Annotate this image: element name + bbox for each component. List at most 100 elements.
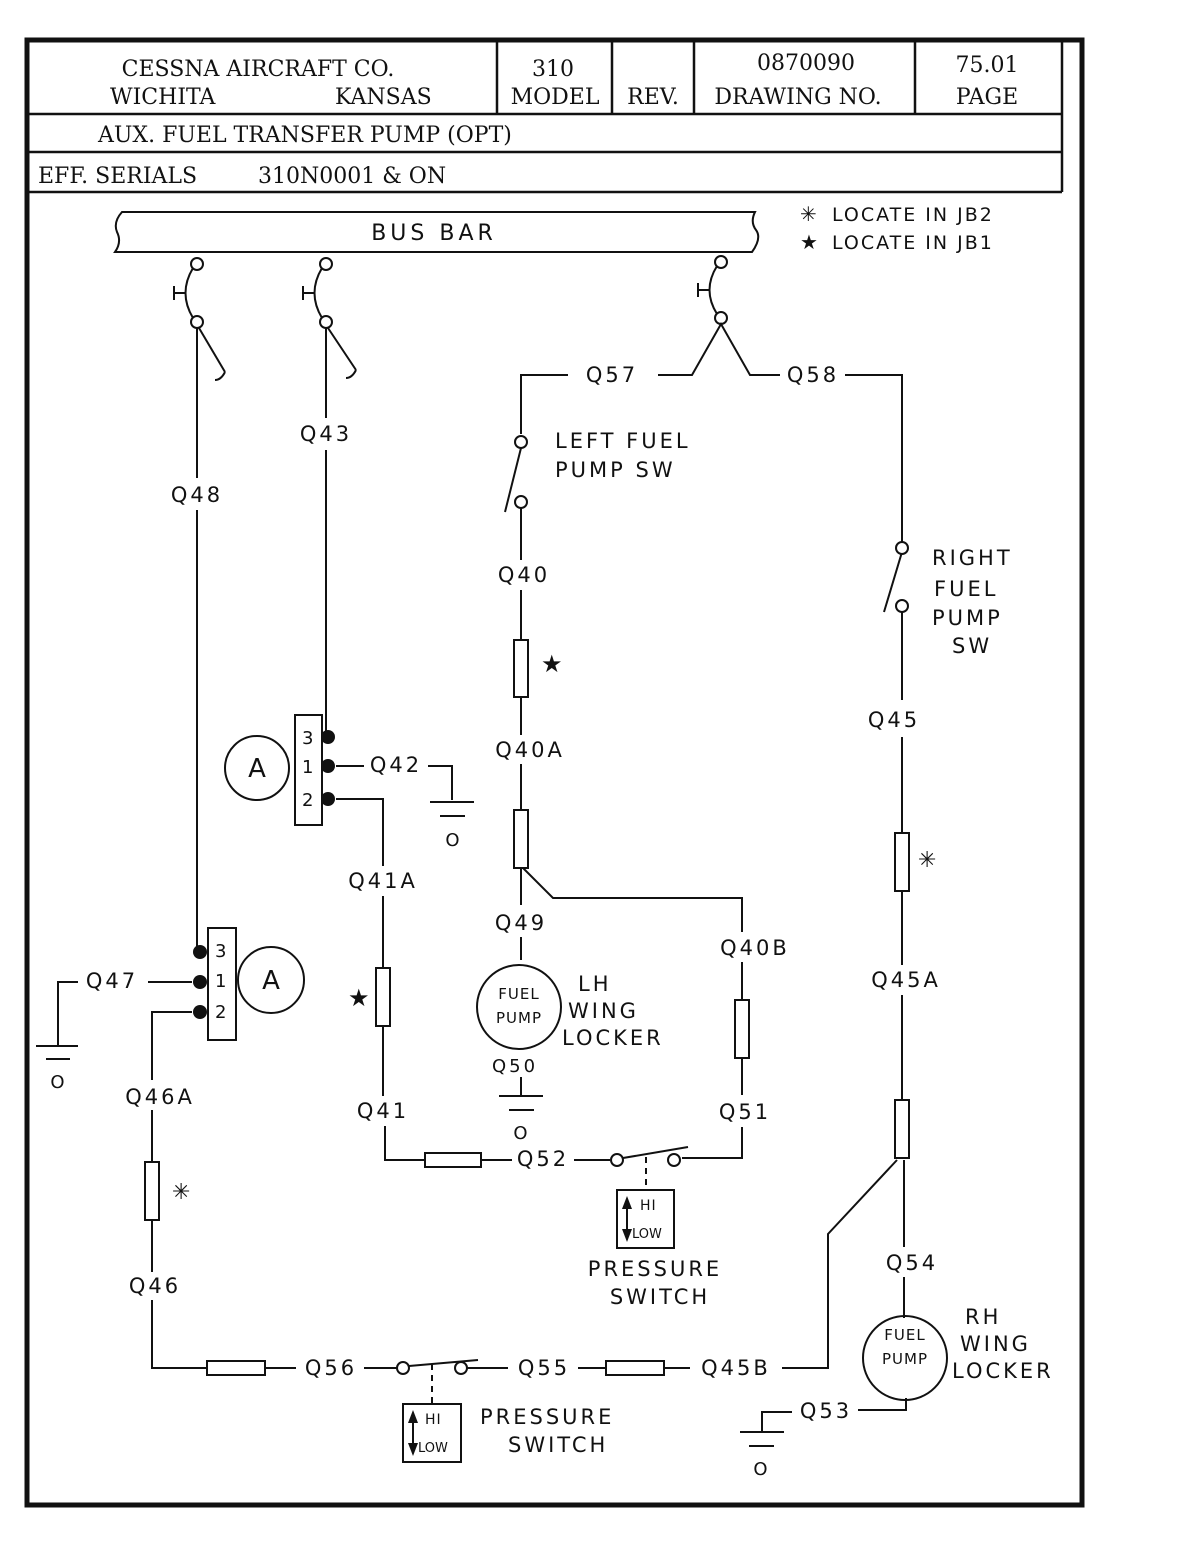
legend: ✳ LOCATE IN JB2 ★ LOCATE IN JB1 <box>800 202 994 254</box>
pressure-switch-label-line2: SWITCH <box>508 1433 608 1457</box>
pin-label: 3 <box>302 728 313 749</box>
page-label: PAGE <box>956 85 1018 110</box>
wire-label: Q51 <box>719 1100 771 1124</box>
right-switch-label-line1: RIGHT <box>932 546 1013 570</box>
right-switch-label-line2: FUEL <box>934 577 998 601</box>
fuse-q45 <box>894 832 910 892</box>
wire-label: Q42 <box>370 753 422 777</box>
right-switch-label-line4: SW <box>952 634 992 658</box>
fuse-q40a <box>513 809 529 869</box>
pump-body-line1: FUEL <box>884 1326 925 1344</box>
bus-bar-label: BUS BAR <box>371 221 497 246</box>
pump-location-line1: LH <box>578 972 612 996</box>
star-icon: ★ <box>800 230 819 254</box>
asterisk-icon: ✳ <box>800 202 818 226</box>
right-switch-label-line3: PUMP <box>932 606 1003 630</box>
wire-label: Q52 <box>517 1147 569 1171</box>
model-label: MODEL <box>511 85 600 110</box>
left-switch-label-line1: LEFT FUEL <box>555 429 691 453</box>
wire-label: Q46 <box>129 1274 181 1298</box>
diagram-title: AUX. FUEL TRANSFER PUMP (OPT) <box>97 123 512 148</box>
wire-label: Q55 <box>518 1356 570 1380</box>
wire-label: Q50 <box>492 1056 538 1077</box>
star-icon: ★ <box>541 650 564 678</box>
company-state: KANSAS <box>335 85 432 110</box>
fuse-q46a <box>144 1161 160 1221</box>
ground-q47: O <box>36 1045 78 1093</box>
fuse-q40 <box>513 639 529 698</box>
company-city: WICHITA <box>110 85 216 110</box>
wire-label: Q48 <box>171 483 223 507</box>
asterisk-icon: ✳ <box>172 1180 191 1205</box>
wire-label: Q53 <box>800 1399 852 1423</box>
wire-label: Q46A <box>125 1085 195 1109</box>
ground-q53: O <box>740 1431 784 1480</box>
star-icon: ★ <box>348 984 371 1012</box>
left-fuel-pump-switch <box>514 435 528 509</box>
pin-label: 2 <box>215 1002 226 1023</box>
pin-label: 1 <box>215 971 226 992</box>
pump-body-line1: FUEL <box>498 985 539 1003</box>
left-switch-label-line2: PUMP SW <box>555 458 676 482</box>
drawing-frame <box>24 37 1085 1508</box>
pressure-switch-lower: HI LOW PRESSURE SWITCH <box>396 1359 614 1463</box>
asterisk-icon: ✳ <box>918 848 937 873</box>
wire-label: Q40 <box>498 563 550 587</box>
fuse-q41a <box>375 967 391 1027</box>
wire-label: Q45A <box>871 968 941 992</box>
resistor-q55 <box>605 1360 665 1376</box>
pressure-switch-upper: HI LOW PRESSURE SWITCH <box>588 1146 722 1309</box>
rev-label: REV. <box>627 85 679 110</box>
pressure-switch-label-line2: SWITCH <box>610 1285 710 1309</box>
ground-q50: O <box>499 1095 543 1144</box>
pump-location-line2: WING <box>960 1332 1031 1356</box>
lower-ammeter: A 3 1 2 <box>193 927 305 1041</box>
wire-labels: Q48 Q43 Q57 Q58 Q40 Q40A Q49 Q40B Q50 Q5… <box>86 363 941 1423</box>
pump-location-line2: WING <box>568 999 639 1023</box>
pump-location-line3: LOCKER <box>952 1359 1054 1383</box>
model-value: 310 <box>532 57 574 82</box>
ammeter-label: A <box>262 966 280 996</box>
wires <box>57 321 907 1432</box>
lh-fuel-pump: FUEL PUMP LH WING LOCKER <box>476 964 664 1050</box>
ground-symbol-label: O <box>50 1072 65 1093</box>
pump-body-line2: PUMP <box>882 1350 928 1368</box>
circuit-breaker-left <box>173 257 226 381</box>
pressure-switch-label-line1: PRESSURE <box>588 1257 722 1281</box>
pin-label: 1 <box>302 757 313 778</box>
wire-label: Q45B <box>701 1356 771 1380</box>
right-fuel-pump-switch <box>895 541 909 613</box>
pin-label: 2 <box>302 790 313 811</box>
ground-symbol-label: O <box>513 1123 528 1144</box>
legend-jb2-text: LOCATE IN JB2 <box>832 204 994 226</box>
company-name: CESSNA AIRCRAFT CO. <box>122 57 395 82</box>
circuit-breaker-right <box>697 255 728 325</box>
resistor-q45a <box>894 1099 910 1159</box>
pressure-hi-label: HI <box>640 1198 657 1214</box>
resistor-q56 <box>206 1360 266 1376</box>
pump-body-line2: PUMP <box>496 1009 542 1027</box>
pressure-switch-label-line1: PRESSURE <box>480 1405 614 1429</box>
pressure-low-label: LOW <box>418 1441 448 1456</box>
pump-location-line3: LOCKER <box>562 1026 664 1050</box>
page-number: 75.01 <box>956 53 1019 78</box>
wire-label: Q49 <box>495 911 547 935</box>
ground-symbol-label: O <box>753 1459 768 1480</box>
wire-label: Q43 <box>300 422 352 446</box>
wire-label: Q47 <box>86 969 138 993</box>
pressure-low-label: LOW <box>632 1227 662 1242</box>
drawing-number-label: DRAWING NO. <box>714 85 881 110</box>
pump-location-line1: RH <box>965 1305 1001 1329</box>
wire-label: Q40B <box>720 936 790 960</box>
wire-label: Q45 <box>868 708 920 732</box>
pin-label: 3 <box>215 941 226 962</box>
upper-ammeter: A 3 1 2 <box>224 714 335 826</box>
eff-serials-value: 310N0001 & ON <box>258 164 446 189</box>
ammeter-label: A <box>248 754 266 784</box>
wire-label: Q41A <box>348 869 418 893</box>
wire-label: Q41 <box>357 1099 409 1123</box>
wire-label: Q54 <box>886 1251 938 1275</box>
legend-jb1-text: LOCATE IN JB1 <box>832 232 994 254</box>
ground-symbol-label: O <box>445 830 460 851</box>
